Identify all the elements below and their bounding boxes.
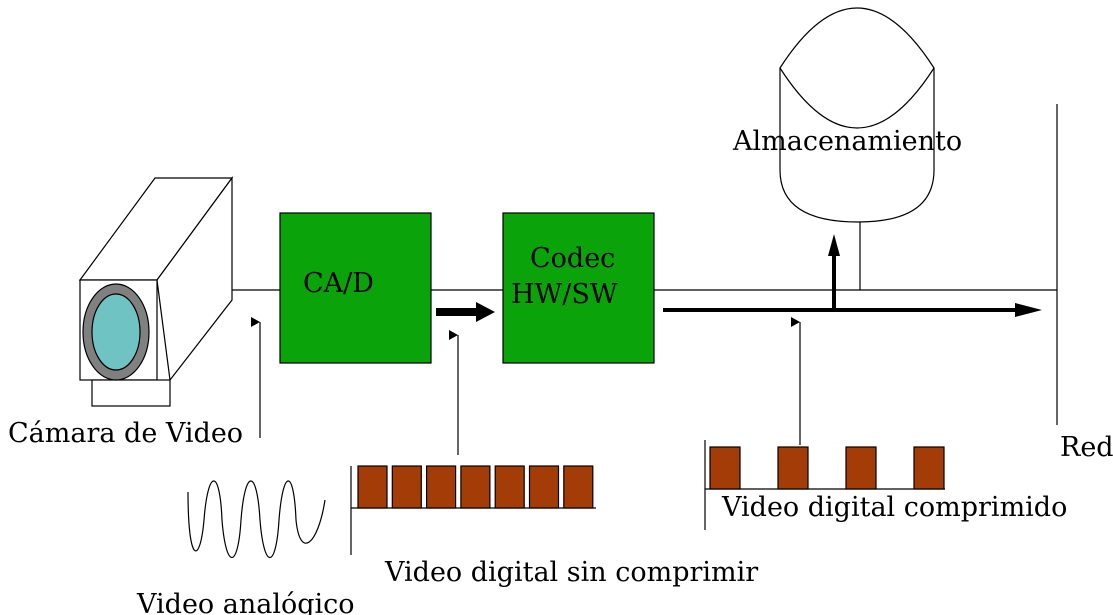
compressed-signal [704, 440, 945, 530]
compressed-label: Video digital comprimido [721, 492, 1067, 523]
codec-label-line1: Codec [530, 243, 615, 274]
analog-waveform [187, 480, 326, 558]
network-label: Red [1060, 432, 1113, 463]
compressed-pulse [777, 446, 809, 490]
uncompressed-signal [350, 465, 596, 555]
compressed-pulse [913, 446, 945, 490]
uncompressed-label: Video digital sin comprimir [384, 557, 758, 588]
uncompressed-pulse [494, 465, 525, 509]
compressed-output-arrowhead [1015, 303, 1042, 317]
storage-up-arrowhead [828, 234, 840, 256]
storage-drum [779, 7, 935, 223]
uncompressed-pulse [528, 465, 560, 509]
compressed-pulse [709, 446, 741, 490]
uncompressed-pulse [426, 465, 457, 509]
thick-right-arrow [436, 302, 495, 322]
uncompressed-pulse [357, 465, 388, 509]
uncompressed-pulse [391, 465, 422, 509]
camera-label: Cámara de Video [8, 418, 243, 449]
uncompressed-pulse [460, 465, 491, 509]
camera-lens-inner [91, 293, 141, 371]
storage-label: Almacenamiento [732, 126, 962, 157]
uncompressed-pulse [563, 465, 594, 509]
analog-video-label: Video analógico [136, 589, 355, 615]
adc-label: CA/D [303, 268, 374, 299]
video-camera [78, 176, 234, 407]
compressed-pulse [845, 446, 877, 490]
codec-block [502, 212, 655, 364]
codec-label-line2: HW/SW [511, 279, 618, 310]
adc-block [279, 212, 432, 364]
